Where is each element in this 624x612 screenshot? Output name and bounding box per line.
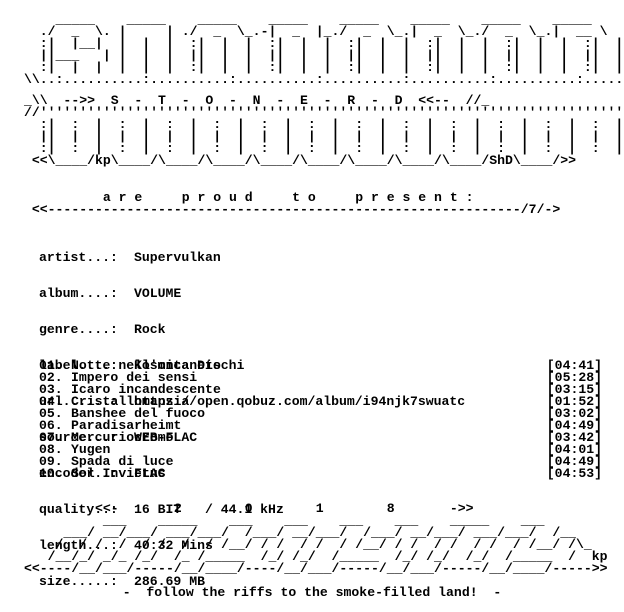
- track-title: Cristallomanzia: [71, 394, 190, 409]
- info-key: source...:: [39, 430, 118, 445]
- info-row-label: label....: Kosmica Dischi: [39, 358, 465, 373]
- track-row: 09. Spada di luce [04:49]: [39, 454, 602, 469]
- stoned-logo-top-art: _____ _____ _____ _____ _____ _____ ____…: [24, 12, 624, 87]
- track-number: 03.: [39, 382, 63, 397]
- track-duration: [04:49]: [546, 454, 602, 469]
- track-number: 07.: [39, 430, 63, 445]
- info-key: encoder..:: [39, 466, 118, 481]
- tagline-text: - follow the riffs to the smoke-filled l…: [122, 585, 502, 600]
- track-number: 06.: [39, 418, 63, 433]
- track-duration: [04:41]: [546, 358, 602, 373]
- track-number: 02.: [39, 370, 63, 385]
- info-key: url......:: [39, 394, 118, 409]
- info-value: 40:32 Mins: [134, 538, 213, 553]
- info-value: Kosmica Dischi: [134, 358, 245, 373]
- track-title: Sol Invictus: [71, 466, 166, 481]
- year-line: <<- 2 0 1 8 ->>: [24, 501, 474, 516]
- track-number: 10.: [39, 466, 63, 481]
- info-value: 16 BIT / 44.1 kHz: [134, 502, 284, 517]
- track-duration: [03:02]: [546, 406, 602, 421]
- track-row: 02. Impero dei sensi [05:28]: [39, 370, 602, 385]
- track-row: 06. Paradisarheimt [04:49]: [39, 418, 602, 433]
- info-row-quality: quality..: 16 BIT / 44.1 kHz: [39, 502, 465, 517]
- track-title: Mercuriocromo: [71, 430, 174, 445]
- track-row: 04. Cristallomanzia [01:52]: [39, 394, 602, 409]
- info-value: Supervulkan: [134, 250, 221, 265]
- track-number: 08.: [39, 442, 63, 457]
- tagline: - follow the riffs to the smoke-filled l…: [0, 585, 624, 600]
- track-row: 07. Mercuriocromo [03:42]: [39, 430, 602, 445]
- info-key: artist...:: [39, 250, 118, 265]
- info-value: 286.69 MB: [134, 574, 205, 589]
- track-title: Spada di luce: [71, 454, 174, 469]
- track-title: Impero dei sensi: [71, 370, 198, 385]
- info-key: length...:: [39, 538, 118, 553]
- tracklist: 01. Notte nell'ontaneto [04:41] 02. Impero …: [39, 358, 602, 481]
- info-row-length: length...: 40:32 Mins: [39, 538, 465, 553]
- track-duration: [04:53]: [546, 466, 602, 481]
- stoned-banner-line: _\\ -->> S - T - O - N - E - R - D <<-- …: [24, 93, 490, 108]
- track-row: 01. Notte nell'ontaneto [04:41]: [39, 358, 602, 373]
- info-key: size.....:: [39, 574, 118, 589]
- info-row-source: source...: WEB-FLAC: [39, 430, 465, 445]
- info-row-url: url......: https://open.qobuz.com/album/i…: [39, 394, 466, 409]
- track-row: 05. Banshee del fuoco [03:02]: [39, 406, 602, 421]
- track-duration: [03:42]: [546, 430, 602, 445]
- presents-separator: <<--------------------------------------…: [24, 202, 561, 217]
- info-value: WEB-FLAC: [134, 430, 198, 445]
- track-duration: [01:52]: [546, 394, 602, 409]
- footer-logo-art: ___ _____ ___ ___ ___ ___ _____ ___ ___/…: [24, 513, 608, 576]
- info-value: https://open.qobuz.com/album/i94njk7swua…: [134, 394, 466, 409]
- info-row-size: size.....: 286.69 MB: [39, 574, 465, 589]
- info-value: FLAC: [134, 466, 166, 481]
- track-title: Banshee del fuoco: [71, 406, 206, 421]
- presents-heading: a r e p r o u d t o p r e s e n t :: [24, 190, 474, 205]
- track-row: 10. Sol Invictus [04:53]: [39, 466, 602, 481]
- info-row-encoder: encoder..: FLAC: [39, 466, 465, 481]
- info-row-artist: artist...: Supervulkan: [39, 250, 465, 265]
- track-number: 09.: [39, 454, 63, 469]
- track-number: 05.: [39, 406, 63, 421]
- info-key: genre....:: [39, 322, 118, 337]
- info-row-genre: genre....: Rock: [39, 322, 465, 337]
- track-duration: [04:49]: [546, 418, 602, 433]
- track-duration: [04:01]: [546, 442, 602, 457]
- track-row: 08. Yugen [04:01]: [39, 442, 602, 457]
- track-number: 04.: [39, 394, 63, 409]
- track-duration: [03:15]: [546, 382, 602, 397]
- track-number: 01.: [39, 358, 63, 373]
- track-duration: [05:28]: [546, 370, 602, 385]
- track-title: Paradisarheimt: [71, 418, 182, 433]
- stoned-logo-bottom-art: //''''''''''''''''''''''''''''''''''''''…: [24, 105, 624, 168]
- info-key: label....:: [39, 358, 118, 373]
- track-title: Icaro incandescente: [71, 382, 221, 397]
- release-info: artist...: Supervulkan album....: VOLUME g…: [39, 228, 465, 612]
- info-row-album: album....: VOLUME: [39, 286, 465, 301]
- info-value: VOLUME: [134, 286, 182, 301]
- info-value: Rock: [134, 322, 166, 337]
- info-key: quality..:: [39, 502, 118, 517]
- track-title: Notte nell'ontaneto: [71, 358, 221, 373]
- track-title: Yugen: [71, 442, 111, 457]
- track-row: 03. Icaro incandescente [03:15]: [39, 382, 602, 397]
- info-key: album....:: [39, 286, 118, 301]
